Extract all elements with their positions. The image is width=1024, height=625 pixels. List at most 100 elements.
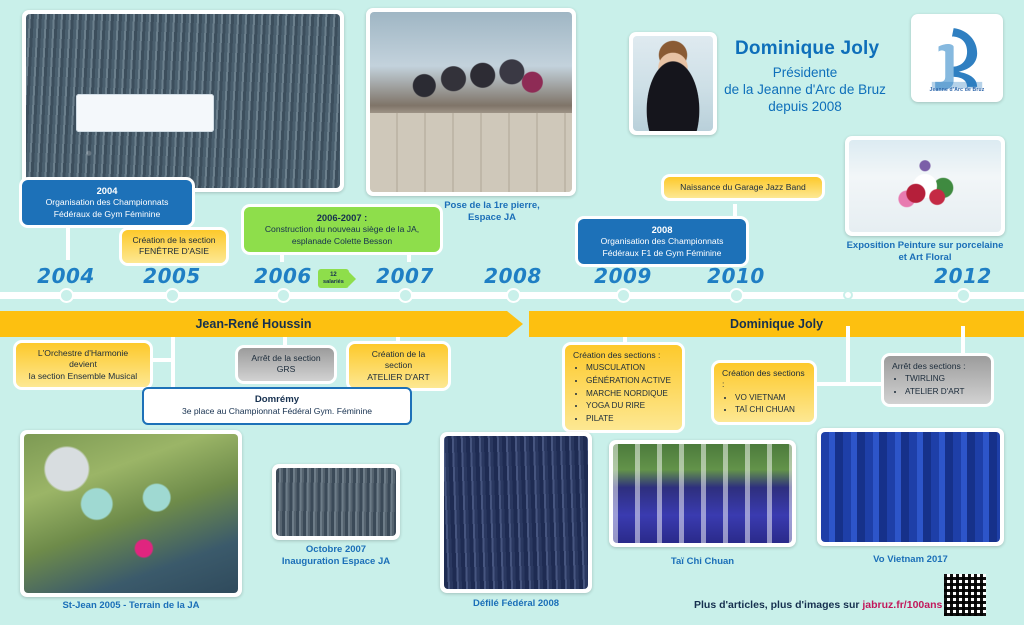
list-item: GÉNÉRATION ACTIVE xyxy=(586,375,674,386)
tick-2009[interactable] xyxy=(615,288,631,303)
photo-st-jean xyxy=(20,430,242,597)
event-garage-jazz-band-body: Naissance du Garage Jazz Band xyxy=(680,182,806,192)
list-item: VO VIETNAM xyxy=(735,392,806,403)
photo-inauguration-image xyxy=(276,468,396,536)
salaries-label: salariés xyxy=(323,278,344,285)
event-domremy: Domrémy 3e place au Championnat Fédéral … xyxy=(142,387,412,425)
connector-2006 xyxy=(280,248,284,262)
event-2008-title: 2008 xyxy=(651,224,673,235)
connector-arrets-2012-v xyxy=(961,326,965,356)
connector-2004 xyxy=(66,218,70,260)
event-creations-2010-list: VO VIETNAM TAÏ CHI CHUAN xyxy=(731,392,806,416)
event-2004-title: 2004 xyxy=(96,185,118,196)
event-2006-2007: 2006-2007 : Construction du nouveau sièg… xyxy=(244,207,440,253)
president-role-line3: depuis 2008 xyxy=(768,99,842,114)
event-domremy-title: Domrémy xyxy=(254,394,300,405)
footer-text-before: Plus d'articles, plus d'images sur xyxy=(694,599,863,611)
photo-defile xyxy=(440,432,592,593)
ja-logo-caption: Jeanne d'Arc de Bruz xyxy=(929,87,985,93)
photo-portrait-president xyxy=(629,32,717,135)
photo-inauguration-caption: Octobre 2007 Inauguration Espace JA xyxy=(281,544,391,567)
year-2005: 2005 xyxy=(143,264,201,288)
connector-creations-2009 xyxy=(623,337,627,347)
photo-expo-peinture xyxy=(845,136,1005,236)
event-garage-jazz-band: Naissance du Garage Jazz Band xyxy=(664,177,822,199)
photo-groupe-2004-image xyxy=(26,14,340,188)
photo-groupe-2004 xyxy=(22,10,344,192)
event-creations-2010: Création des sections : VO VIETNAM TAÏ C… xyxy=(714,363,814,422)
president-role-line1: Présidente xyxy=(772,65,838,80)
tick-2004[interactable] xyxy=(58,288,74,303)
event-creations-2010-heading: Création des sections : xyxy=(722,368,805,390)
photo-defile-caption: Défilé Fédéral 2008 xyxy=(472,598,560,609)
list-item: YOGA DU RIRE xyxy=(586,400,674,411)
connector-atelier-art xyxy=(396,337,400,345)
president-band-joly-label: Dominique Joly xyxy=(729,317,824,331)
photo-tai-chi xyxy=(609,440,796,547)
event-arret-grs: Arrêt de la section GRS xyxy=(238,348,334,381)
salaries-count: 12 xyxy=(330,272,337,278)
qr-code[interactable] xyxy=(944,574,986,616)
photo-premiere-pierre xyxy=(366,8,576,196)
tick-2005[interactable] xyxy=(164,288,180,303)
tick-2011[interactable] xyxy=(845,292,851,298)
event-arret-grs-body: Arrêt de la section GRS xyxy=(251,353,321,375)
list-item: MARCHE NORDIQUE xyxy=(586,388,674,399)
president-band-houssin: Jean-René Houssin xyxy=(0,311,507,337)
year-2010: 2010 xyxy=(707,264,765,288)
timeline-axis xyxy=(0,288,1024,303)
list-item: ATELIER D'ART xyxy=(905,386,983,397)
photo-vo-vietnam-caption: Vo Vietnam 2017 xyxy=(873,554,948,565)
event-creations-2009: Création des sections : MUSCULATION GÉNÉ… xyxy=(565,345,682,431)
year-2008: 2008 xyxy=(484,264,542,288)
salaries-badge: 12 salariés xyxy=(318,269,349,289)
tick-2010[interactable] xyxy=(728,288,744,303)
photo-premiere-pierre-image xyxy=(370,12,572,192)
connector-creations-2010-v2 xyxy=(846,360,850,384)
year-2007: 2007 xyxy=(376,264,434,288)
year-2009: 2009 xyxy=(594,264,652,288)
president-role-line2: de la Jeanne d'Arc de Bruz xyxy=(724,82,886,97)
event-creation-atelier-art-body: Création de la section ATELIER D'ART xyxy=(367,349,430,382)
event-arrets-2012-list: TWIRLING ATELIER D'ART xyxy=(901,373,983,397)
event-orchestre-harmonie-body: L'Orchestre d'Harmonie devient la sectio… xyxy=(28,348,138,381)
event-2006-2007-body: Construction du nouveau siège de la JA, … xyxy=(264,224,420,246)
photo-st-jean-image xyxy=(24,434,238,593)
photo-vo-vietnam-image xyxy=(821,432,1000,542)
portrait-image xyxy=(633,36,713,131)
event-domremy-body: 3e place au Championnat Fédéral Gym. Fém… xyxy=(181,406,373,417)
connector-creations-2010-v xyxy=(846,326,850,364)
president-band-joly: Dominique Joly xyxy=(529,311,1024,337)
photo-expo-peinture-caption: Exposition Peinture sur porcelaine et Ar… xyxy=(846,240,1004,263)
connector-2007 xyxy=(407,248,411,262)
tick-2007[interactable] xyxy=(397,288,413,303)
photo-defile-image xyxy=(444,436,588,589)
ja-logo-icon xyxy=(931,28,983,91)
president-band-arrow xyxy=(507,311,523,337)
photo-tai-chi-caption: Taï Chi Chuan xyxy=(670,556,735,567)
event-creations-2009-heading: Création des sections : xyxy=(573,350,661,360)
president-band-houssin-label: Jean-René Houssin xyxy=(195,317,312,331)
event-arrets-2012: Arrêt des sections : TWIRLING ATELIER D'… xyxy=(884,356,991,404)
photo-st-jean-caption: St-Jean 2005 - Terrain de la JA xyxy=(62,600,200,611)
event-2006-2007-title: 2006-2007 : xyxy=(316,212,368,223)
photo-inauguration xyxy=(272,464,400,540)
footer-url[interactable]: jabruz.fr/100ans xyxy=(862,599,943,611)
connector-arret-grs xyxy=(283,337,287,349)
list-item: MUSCULATION xyxy=(586,362,674,373)
list-item: TAÏ CHI CHUAN xyxy=(735,404,806,415)
event-orchestre-harmonie: L'Orchestre d'Harmonie devient la sectio… xyxy=(16,343,150,388)
event-2004: 2004 Organisation des Championnats Fédér… xyxy=(22,180,192,226)
president-role: Présidente de la Jeanne d'Arc de Bruz de… xyxy=(705,64,905,115)
event-fenetre-asie: Création de la section FENÊTRE D'ASIE xyxy=(122,230,226,263)
ja-logo-image: Jeanne d'Arc de Bruz xyxy=(915,18,999,98)
tick-2008[interactable] xyxy=(505,288,521,303)
connector-orchestre-v xyxy=(171,337,175,414)
event-fenetre-asie-body: Création de la section FENÊTRE D'ASIE xyxy=(132,235,216,257)
year-2012: 2012 xyxy=(934,264,992,288)
tick-2012[interactable] xyxy=(955,288,971,303)
ja-logo: Jeanne d'Arc de Bruz xyxy=(911,14,1003,102)
photo-premiere-pierre-caption: Pose de la 1re pierre, Espace JA xyxy=(444,200,540,223)
tick-2006[interactable] xyxy=(275,288,291,303)
